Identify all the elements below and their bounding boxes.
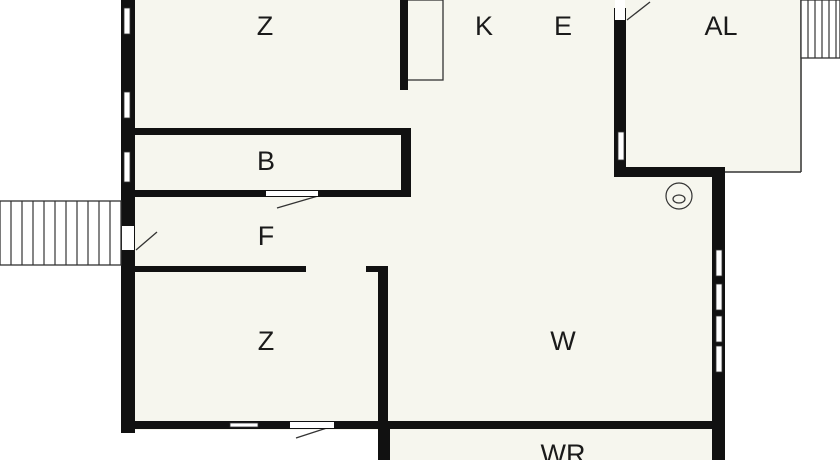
stairs-top-right-outline [800, 0, 840, 59]
stairs-icon [0, 200, 122, 266]
stairs-left-outline [0, 200, 122, 266]
window-right-1 [715, 249, 723, 277]
room-label-wr: WR [541, 439, 586, 460]
room-label-k: K [475, 11, 493, 41]
window-left-1 [123, 7, 131, 35]
room-label-w: W [550, 326, 576, 356]
al-door-swing [626, 1, 651, 21]
wall-z-top-stub [366, 266, 388, 272]
windows [123, 7, 723, 428]
floor-al [620, 0, 802, 172]
room-label-z-top: Z [257, 11, 274, 41]
boiler-outer [665, 182, 693, 210]
window-al-left [617, 131, 625, 161]
room-label-e: E [554, 11, 572, 41]
room-labels: Z K E AL B F Z W WR [257, 11, 738, 460]
wall-wr-top [378, 421, 720, 429]
window-right-3 [715, 315, 723, 343]
window-right-4 [715, 345, 723, 373]
boiler-icon [665, 182, 693, 210]
door-entrance [122, 226, 134, 250]
wall-left [121, 0, 135, 433]
door-bottom [290, 422, 334, 428]
room-label-al: AL [704, 11, 737, 41]
window-left-2 [123, 91, 131, 119]
b-door-swing [276, 195, 319, 209]
room-label-z-bottom: Z [258, 326, 275, 356]
wall-b-top [121, 128, 411, 135]
door-al [615, 0, 625, 20]
room-label-f: F [258, 221, 275, 251]
wall-al-bottom [614, 167, 725, 177]
wall-z-right [378, 266, 388, 428]
wall-b-right [401, 128, 411, 196]
boiler-inner [672, 194, 686, 204]
wall-z-top [121, 266, 306, 272]
stairs-icon [800, 0, 840, 59]
wall-wr-left [378, 421, 390, 460]
f-door-swing [135, 231, 158, 251]
window-right-2 [715, 283, 723, 311]
floor-areas [127, 0, 802, 460]
floor-wr [387, 428, 717, 460]
window-left-3 [123, 151, 131, 183]
window-bottom [229, 422, 259, 428]
room-label-b: B [257, 146, 275, 176]
door-b [266, 191, 318, 196]
floor-living [380, 175, 722, 430]
wall-kitchen-partition [400, 0, 408, 90]
door-openings [122, 0, 625, 428]
